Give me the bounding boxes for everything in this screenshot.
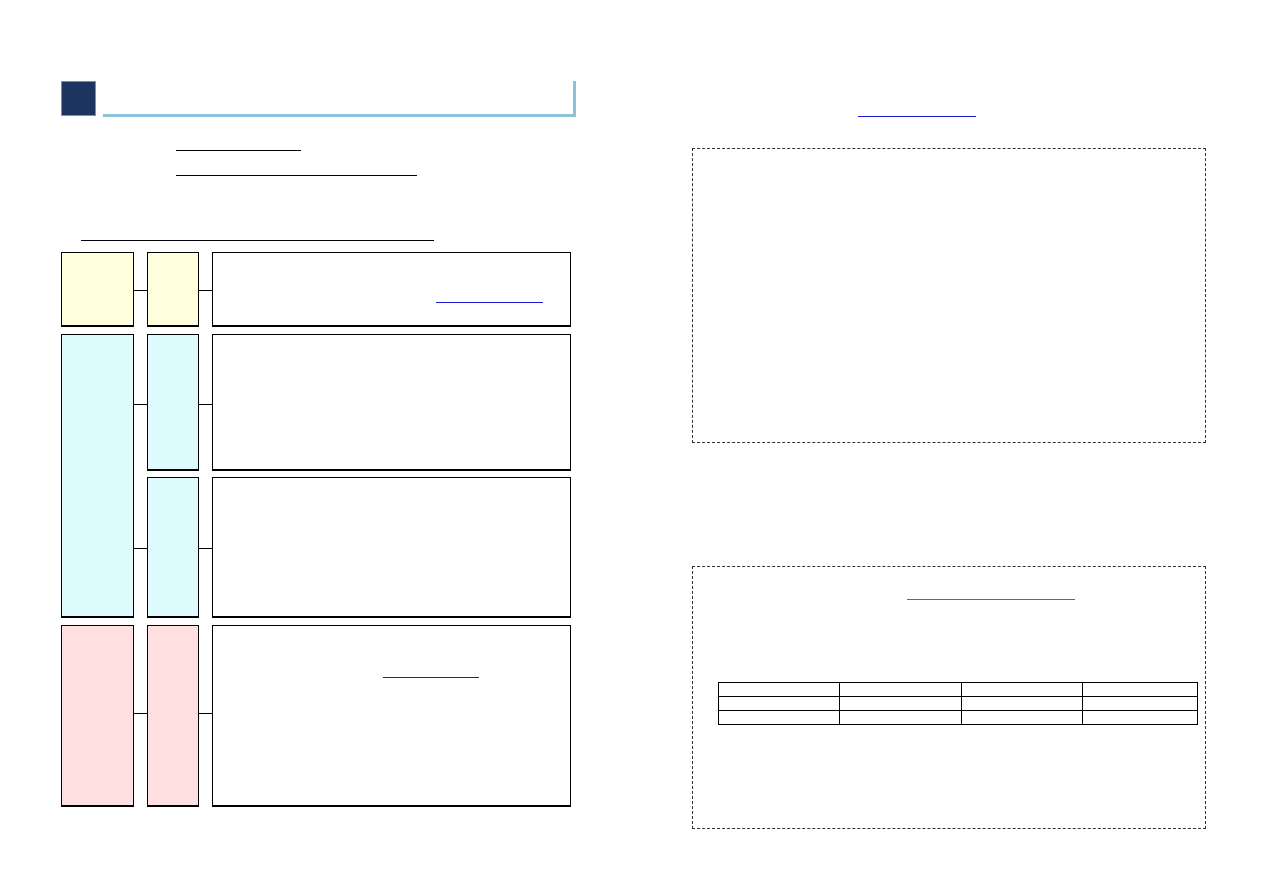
flow-category-box-1 xyxy=(61,252,134,327)
table-cell xyxy=(839,710,962,725)
connector xyxy=(134,713,147,714)
table-row xyxy=(718,710,1198,725)
table-cell xyxy=(718,696,840,711)
flow-description-box-4 xyxy=(212,625,571,807)
underlined-text-2 xyxy=(176,175,417,176)
table-cell xyxy=(961,696,1083,711)
connector xyxy=(199,713,212,714)
table-row xyxy=(718,696,1198,711)
description-link-1[interactable] xyxy=(436,302,543,303)
panel-link[interactable] xyxy=(907,599,1075,600)
flow-step-box-3 xyxy=(147,477,199,618)
dashed-panel-1 xyxy=(692,148,1206,443)
underlined-heading xyxy=(81,240,434,241)
table-cell xyxy=(1082,696,1198,711)
flow-step-box-4 xyxy=(147,625,199,807)
table-cell xyxy=(961,710,1083,725)
connector xyxy=(134,290,147,291)
data-table xyxy=(718,682,1198,725)
flow-description-box-2 xyxy=(212,334,571,471)
flow-step-box-2 xyxy=(147,334,199,471)
reference-link[interactable] xyxy=(858,116,976,117)
flow-category-box-3 xyxy=(61,625,134,807)
flow-description-box-3 xyxy=(212,477,571,618)
connector xyxy=(134,548,147,549)
table-cell xyxy=(961,682,1083,697)
table-cell xyxy=(1082,682,1198,697)
table-cell xyxy=(718,682,840,697)
description-link-2[interactable] xyxy=(383,677,479,678)
section-header-rule-end xyxy=(573,81,576,117)
connector xyxy=(134,404,147,405)
section-header-rule xyxy=(103,114,576,117)
flow-category-box-2 xyxy=(61,334,134,618)
flow-step-box-1 xyxy=(147,252,199,327)
connector xyxy=(199,548,212,549)
underlined-text-1 xyxy=(176,150,301,151)
table-cell xyxy=(839,696,962,711)
table-row xyxy=(718,682,1198,697)
flow-description-box-1 xyxy=(212,252,571,327)
table-cell xyxy=(1082,710,1198,725)
table-cell xyxy=(839,682,962,697)
table-cell xyxy=(718,710,840,725)
connector xyxy=(199,290,212,291)
connector xyxy=(199,404,212,405)
dashed-panel-2 xyxy=(692,566,1206,829)
section-number-badge xyxy=(61,81,96,116)
